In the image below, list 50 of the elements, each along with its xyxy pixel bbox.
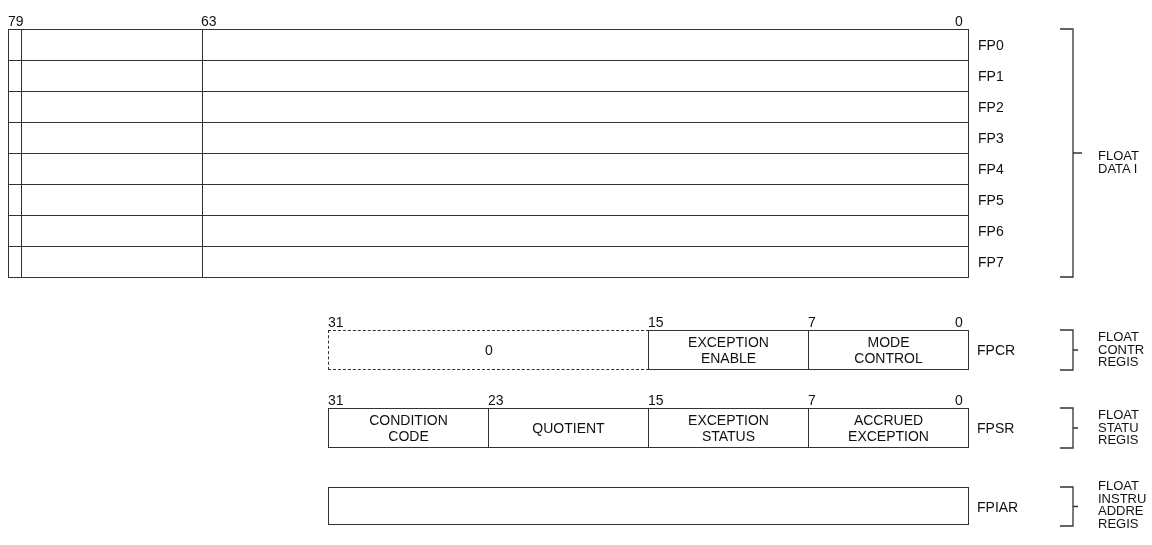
- register-field: [648, 408, 809, 448]
- field-name: EXCEPTION STATUS: [688, 412, 769, 444]
- bit-number: 31: [328, 314, 344, 330]
- field-name: CONDITION CODE: [369, 412, 448, 444]
- register-row: [8, 29, 969, 61]
- bit-number: 79: [8, 13, 24, 29]
- register-field: [648, 330, 809, 370]
- bit-number: 0: [955, 314, 963, 330]
- reserved-field: [328, 330, 649, 370]
- register-name: FP1: [978, 68, 1004, 84]
- bit-number: 7: [808, 392, 816, 408]
- register-name: FP7: [978, 254, 1004, 270]
- bit-number: 0: [955, 13, 963, 29]
- register-row: [8, 246, 969, 278]
- bit-number: 15: [648, 314, 664, 330]
- register-group-name: FLOAT DATA I: [1098, 150, 1139, 175]
- bit-number: 15: [648, 392, 664, 408]
- register-field: [488, 408, 649, 448]
- register-field: [328, 408, 489, 448]
- register-field: [808, 330, 969, 370]
- bit-number: 23: [488, 392, 504, 408]
- field-name: QUOTIENT: [532, 420, 605, 436]
- register-row: [8, 184, 969, 216]
- field-name: EXCEPTION ENABLE: [688, 334, 769, 366]
- register-name: FP0: [978, 37, 1004, 53]
- bit-number: 7: [808, 314, 816, 330]
- register-name: FPCR: [977, 342, 1016, 358]
- register-name: FP4: [978, 161, 1004, 177]
- register-name: FP2: [978, 99, 1004, 115]
- bit-number: 63: [201, 13, 217, 29]
- register-name: FP5: [978, 192, 1004, 208]
- register-row: [8, 60, 969, 92]
- field-name: 0: [485, 342, 493, 358]
- register-name: FP6: [978, 223, 1004, 239]
- register-group-name: FLOAT CONTR REGIS: [1098, 331, 1145, 369]
- register-row: [8, 122, 969, 154]
- bit-number: 31: [328, 392, 344, 408]
- register-box: [328, 487, 969, 525]
- register-name: FPSR: [977, 420, 1015, 436]
- bit-number: 0: [955, 392, 963, 408]
- field-name: MODE CONTROL: [854, 334, 923, 366]
- register-row: [8, 91, 969, 123]
- field-name: ACCRUED EXCEPTION: [848, 412, 929, 444]
- register-name: FPIAR: [977, 499, 1019, 515]
- register-field: [808, 408, 969, 448]
- register-group-name: FLOAT INSTRU ADDRE REGIS: [1098, 480, 1147, 530]
- register-name: FP3: [978, 130, 1004, 146]
- register-group-name: FLOAT STATU REGIS: [1098, 409, 1139, 447]
- register-row: [8, 215, 969, 247]
- register-row: [8, 153, 969, 185]
